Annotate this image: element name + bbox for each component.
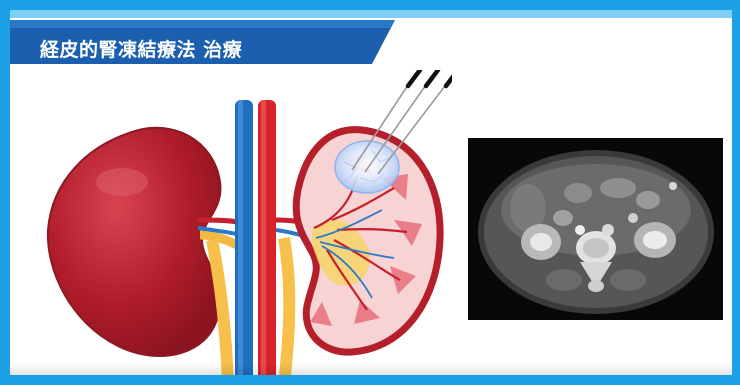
great-vessels	[235, 100, 276, 385]
bottom-shadow	[10, 363, 732, 375]
top-band	[10, 10, 732, 18]
ct-scan-image	[468, 138, 723, 320]
left-kidney-icon	[48, 128, 221, 356]
slide-title: 経皮的腎凍結療法 治療	[40, 35, 242, 62]
ice-ball-icon	[335, 141, 399, 193]
title-bar: 経皮的腎凍結療法 治療	[10, 20, 395, 64]
kidney-illustration	[22, 70, 452, 385]
